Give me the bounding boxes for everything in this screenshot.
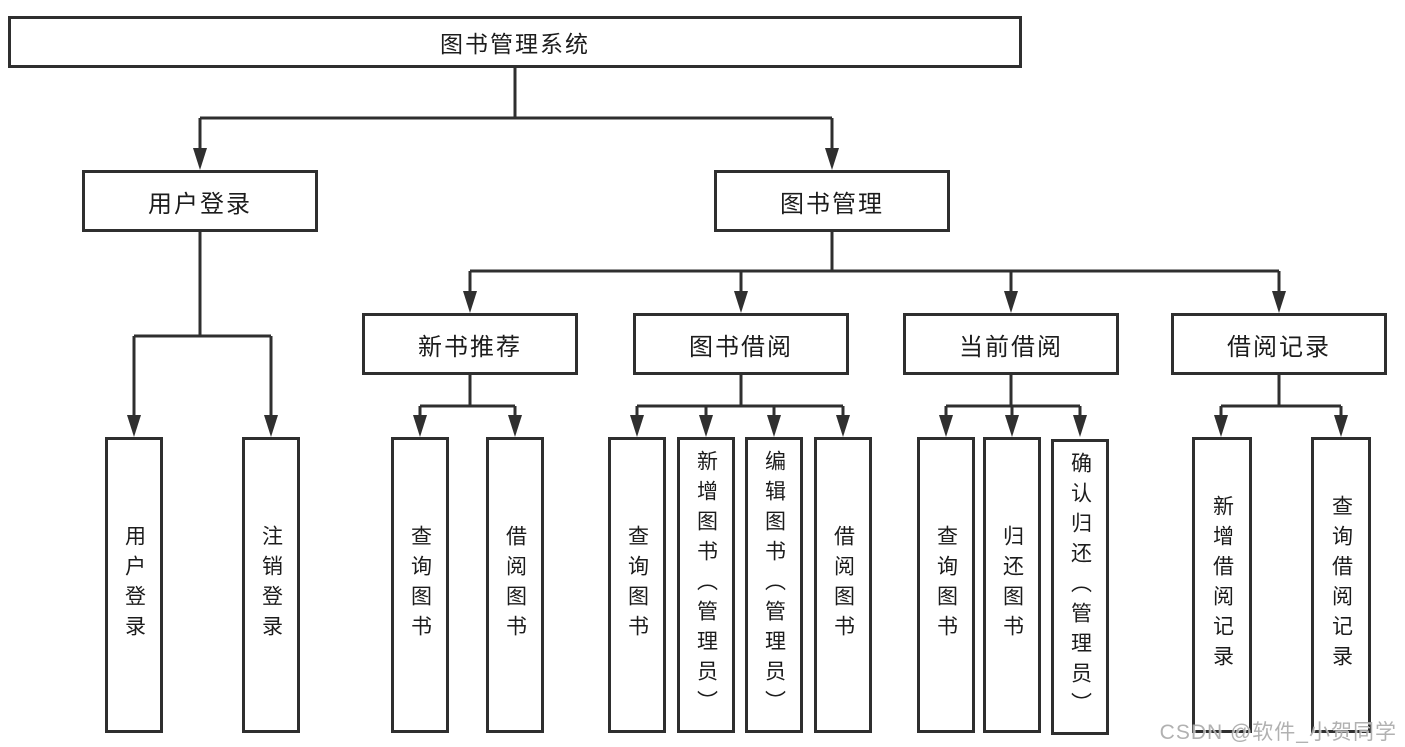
leaf-logout: 注销登录 — [242, 437, 300, 733]
csdn-watermark: CSDN @软件_小贺同学 — [1159, 721, 1397, 744]
leaf-query-books-recommend: 查询图书 — [391, 437, 449, 733]
leaf-return-books: 归还图书 — [983, 437, 1041, 733]
node-new-book-recommend-label: 新书推荐 — [418, 333, 522, 361]
leaf-query-books-current: 查询图书 — [917, 437, 975, 733]
leaf-confirm-return-admin: 确认归还（管理员） — [1051, 439, 1109, 735]
node-borrowing-records: 借阅记录 — [1171, 313, 1387, 375]
leaf-add-book-admin: 新增图书（管理员） — [677, 437, 735, 733]
node-current-borrowing: 当前借阅 — [903, 313, 1119, 375]
node-user-login: 用户登录 — [82, 170, 318, 232]
leaf-add-borrow-record-label: 新增借阅记录 — [1210, 495, 1234, 675]
leaf-query-books-borrowing-label: 查询图书 — [625, 525, 649, 645]
node-book-borrowing-label: 图书借阅 — [689, 333, 793, 361]
leaf-edit-book-admin-label: 编辑图书（管理员） — [762, 450, 786, 720]
leaf-borrow-books-recommend: 借阅图书 — [486, 437, 544, 733]
leaf-query-books-current-label: 查询图书 — [934, 525, 958, 645]
leaf-add-book-admin-label: 新增图书（管理员） — [694, 450, 718, 720]
node-borrowing-records-label: 借阅记录 — [1227, 333, 1331, 361]
leaf-query-books-recommend-label: 查询图书 — [408, 525, 432, 645]
leaf-edit-book-admin: 编辑图书（管理员） — [745, 437, 803, 733]
leaf-query-borrow-record-label: 查询借阅记录 — [1329, 495, 1353, 675]
leaf-add-borrow-record: 新增借阅记录 — [1192, 437, 1252, 733]
leaf-user-login: 用户登录 — [105, 437, 163, 733]
leaf-borrow-books: 借阅图书 — [814, 437, 872, 733]
node-library-system-label: 图书管理系统 — [440, 31, 590, 57]
node-library-system: 图书管理系统 — [8, 16, 1022, 68]
leaf-confirm-return-admin-label: 确认归还（管理员） — [1068, 452, 1092, 722]
leaf-borrow-books-label: 借阅图书 — [831, 525, 855, 645]
node-book-borrowing: 图书借阅 — [633, 313, 849, 375]
node-book-management: 图书管理 — [714, 170, 950, 232]
node-book-management-label: 图书管理 — [780, 190, 884, 218]
node-user-login-label: 用户登录 — [148, 190, 252, 218]
leaf-return-books-label: 归还图书 — [1000, 525, 1024, 645]
arrowheads — [127, 148, 1348, 437]
node-current-borrowing-label: 当前借阅 — [959, 333, 1063, 361]
leaf-borrow-books-recommend-label: 借阅图书 — [503, 525, 527, 645]
leaf-logout-label: 注销登录 — [259, 525, 283, 645]
leaf-query-borrow-record: 查询借阅记录 — [1311, 437, 1371, 733]
node-new-book-recommend: 新书推荐 — [362, 313, 578, 375]
leaf-query-books-borrowing: 查询图书 — [608, 437, 666, 733]
leaf-user-login-label: 用户登录 — [122, 525, 146, 645]
